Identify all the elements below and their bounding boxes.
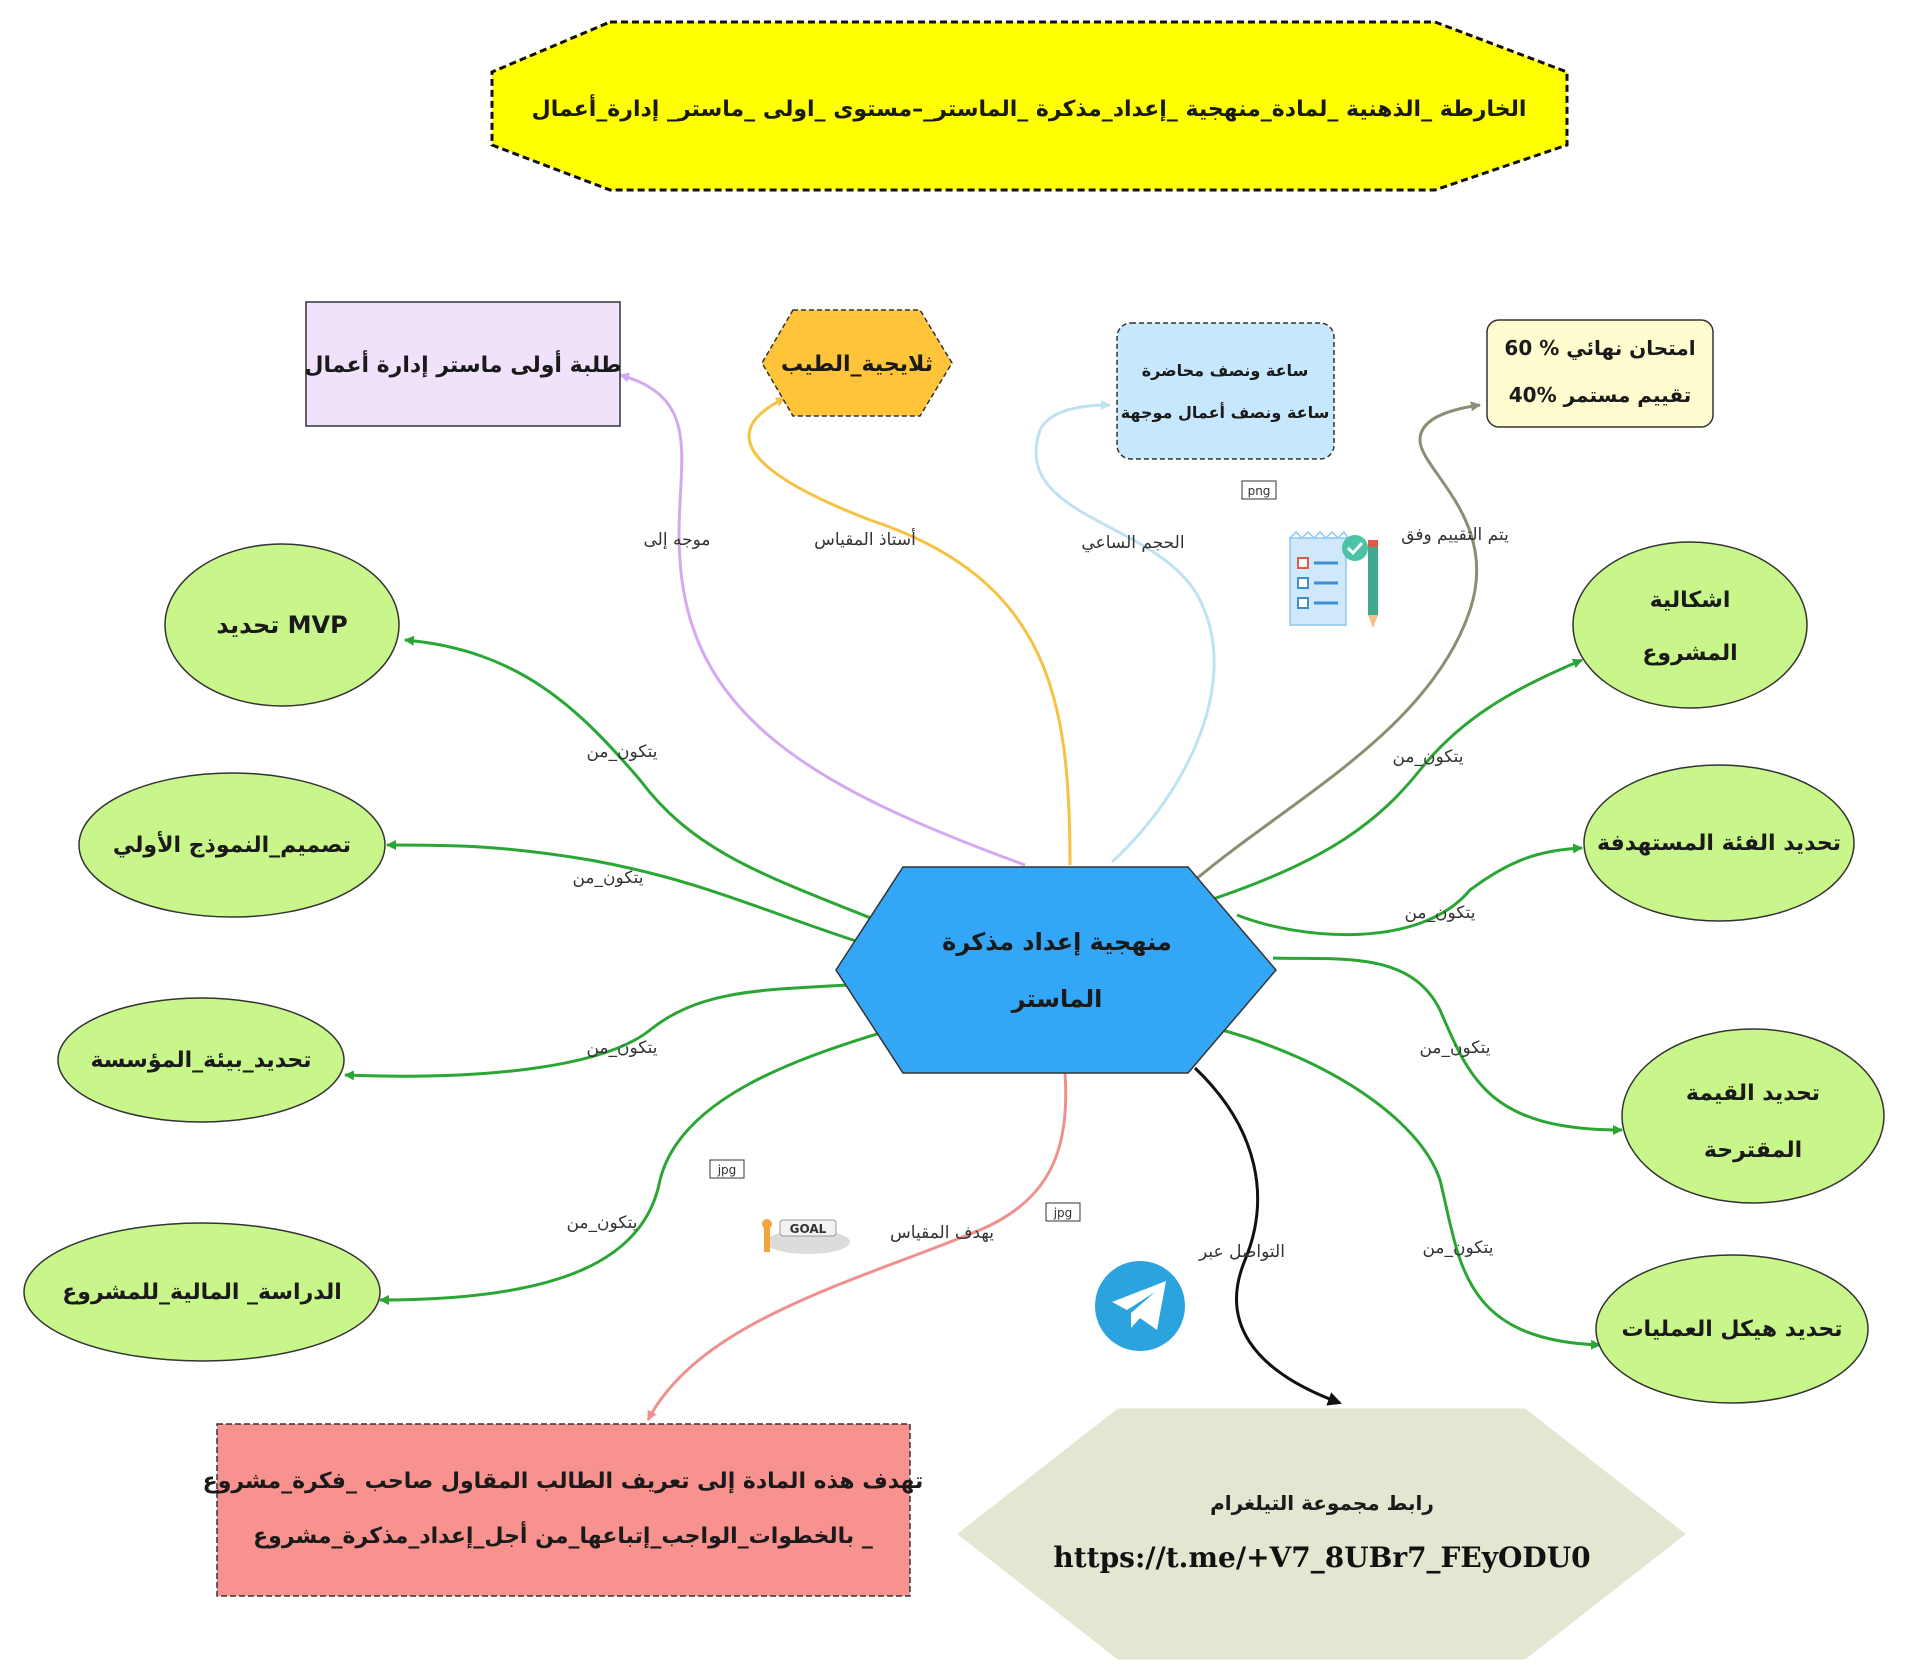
edge-labels: موجه إلى أستاذ المقياس الحجم الساعي يتم … (566, 525, 1509, 1262)
edge-label-consists-financial: يتكون_من (566, 1213, 637, 1233)
goal-box: تهدف هذه المادة إلى تعريف الطالب المقاول… (203, 1423, 924, 1597)
edge-label-consists-environment: يتكون_من (586, 1038, 657, 1058)
node-problem: اشكالية المشروع (1572, 541, 1808, 709)
image-tag-jpg-left: jpg (709, 1159, 745, 1179)
node-operations-label: تحديد هيكل العمليات (1621, 1317, 1842, 1342)
edge-to-operations (1221, 1028, 1601, 1350)
edge-to-teacher (747, 396, 1072, 866)
edge-label-consists-operations: يتكون_من (1422, 1238, 1493, 1258)
center-line1: منهجية إعداد مذكرة (942, 928, 1172, 956)
edge-to-value (1272, 956, 1623, 1135)
node-evaluation: امتحان نهائي % 60 تقييم مستمر %40 (1486, 319, 1714, 428)
node-financial-label: الدراسة_ المالية_للمشروع (62, 1280, 342, 1305)
edge-to-telegram (1193, 1066, 1342, 1406)
node-environment: تحديد_بيئة_المؤسسة (57, 997, 345, 1123)
edge-to-problem (1209, 658, 1583, 902)
node-financial: الدراسة_ المالية_للمشروع (23, 1222, 381, 1362)
edge-to-evaluation (1194, 401, 1481, 882)
image-tag-jpg-right: jpg (1045, 1202, 1081, 1222)
title-banner: الخارطة _الذهنية _لمادة_منهجية _إعداد_مذ… (490, 20, 1569, 192)
svg-text:jpg: jpg (717, 1163, 737, 1177)
edge-label-hours: الحجم الساعي (1081, 533, 1184, 553)
svg-text:jpg: jpg (1053, 1206, 1073, 1220)
center-node: منهجية إعداد مذكرة الماستر (835, 866, 1277, 1074)
goal-box-line1: تهدف هذه المادة إلى تعريف الطالب المقاول… (203, 1469, 924, 1494)
center-line2: الماستر (1011, 985, 1103, 1013)
node-problem-line2: المشروع (1642, 641, 1737, 666)
node-value-line1: تحديد القيمة (1686, 1081, 1820, 1106)
edge-label-consists-value: يتكون_من (1419, 1038, 1490, 1058)
edge-to-financial (379, 1028, 891, 1305)
node-teacher: ثلايجية_الطيب (761, 309, 953, 417)
edge-to-prototype (386, 840, 863, 945)
telegram-link[interactable]: https://t.me/+V7_8UBr7_FEyODU0 (1053, 1541, 1590, 1574)
edge-label-consists-mvp: يتكون_من (586, 742, 657, 762)
node-audience-label: طلبة أولى ماستر إدارة أعمال (304, 349, 621, 378)
node-value-line2: المقترحة (1704, 1138, 1802, 1163)
svg-text:GOAL: GOAL (790, 1222, 827, 1236)
edge-label-directed-to: موجه إلى (644, 530, 711, 550)
edge-label-consists-prototype: يتكون_من (572, 868, 643, 888)
edge-label-evaluation: يتم التقييم وفق (1401, 525, 1509, 545)
edge-to-hours (1034, 400, 1216, 864)
checklist-icon (1289, 530, 1378, 628)
node-teacher-label: ثلايجية_الطيب (781, 352, 933, 377)
edge-label-teacher: أستاذ المقياس (814, 528, 916, 550)
node-prototype-label: تصميم_النموذج الأولي (113, 830, 351, 858)
node-hours-line2: ساعة ونصف أعمال موجهة (1121, 402, 1330, 422)
node-problem-line1: اشكالية (1650, 588, 1731, 613)
edge-to-environment (344, 983, 849, 1081)
node-audience: طلبة أولى ماستر إدارة أعمال (304, 301, 622, 427)
node-value: تحديد القيمة المقترحة (1621, 1028, 1885, 1204)
node-mvp: تحديد MVP (164, 543, 400, 707)
telegram-icon (1095, 1261, 1185, 1351)
node-operations: تحديد هيكل العمليات (1595, 1254, 1869, 1404)
node-target: تحديد الفئة المستهدفة (1583, 764, 1855, 922)
node-environment-label: تحديد_بيئة_المؤسسة (90, 1048, 311, 1073)
node-target-label: تحديد الفئة المستهدفة (1597, 831, 1841, 856)
telegram-box[interactable]: رابط مجموعة التيلغرام https://t.me/+V7_8… (957, 1408, 1686, 1660)
edge-label-consists-problem: يتكون_من (1392, 747, 1463, 767)
edges (344, 372, 1623, 1421)
edge-label-contact: التواصل عبر (1198, 1242, 1285, 1262)
node-evaluation-line1: امتحان نهائي % 60 (1504, 336, 1695, 361)
goal-icon: GOAL (762, 1219, 850, 1254)
node-evaluation-line2: تقييم مستمر %40 (1509, 383, 1691, 407)
edge-to-goal (646, 1072, 1068, 1421)
edge-to-mvp (404, 635, 921, 940)
goal-box-line2: بالخطوات_الواجب_إتباعها_من أجل_إعداد_مذك… (253, 1520, 873, 1549)
node-mvp-label: تحديد MVP (216, 611, 347, 639)
edge-to-audience (619, 372, 1026, 867)
node-prototype: تصميم_النموذج الأولي (78, 772, 386, 918)
edge-label-goal: يهدف المقياس (890, 1223, 994, 1243)
node-hours-line1: ساعة ونصف محاضرة (1142, 361, 1309, 380)
node-hours: ساعة ونصف محاضرة ساعة ونصف أعمال موجهة (1116, 322, 1335, 460)
telegram-box-title: رابط مجموعة التيلغرام (1210, 1491, 1434, 1515)
edge-label-consists-target: يتكون_من (1404, 903, 1475, 923)
map-title: الخارطة _الذهنية _لمادة_منهجية _إعداد_مذ… (532, 93, 1527, 122)
edge-to-target (1236, 843, 1583, 937)
image-tag-png: png (1241, 480, 1277, 500)
svg-text:png: png (1248, 484, 1271, 498)
